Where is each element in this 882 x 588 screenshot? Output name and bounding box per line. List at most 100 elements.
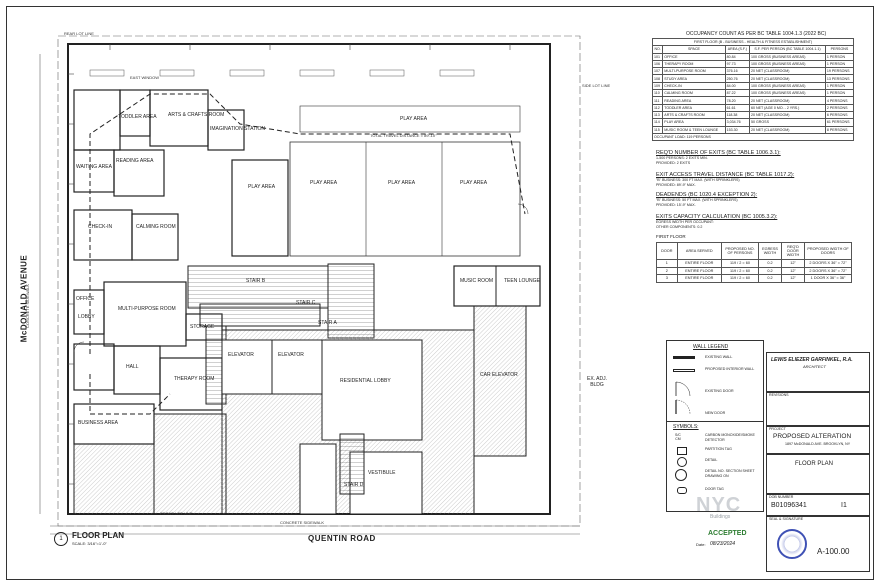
- exit-capacity-cell: 0.2: [758, 266, 782, 275]
- symbol-partition-tag: PARTITION TAG: [705, 447, 732, 451]
- room-storage: STORAGE: [190, 324, 215, 330]
- exit-capacity-cell: 0.2: [758, 274, 782, 283]
- occupancy-cell: 80.84: [724, 52, 750, 61]
- exits-required-title: REQ'D NUMBER OF EXITS (BC TABLE 1006.3.1…: [656, 150, 781, 156]
- room-play-area-2: PLAY AREA: [388, 180, 416, 186]
- room-play-area-3: PLAY AREA: [460, 180, 488, 186]
- room-imagination: IMAGINATION STATION: [210, 126, 265, 132]
- room-play-area-main: PLAY AREA: [400, 116, 428, 122]
- floor-plan-area: McDONALD AVENUE CONCRETE SIDEWALK QUENTI…: [10, 14, 644, 554]
- front-lot-line-label: FRONT LOT LINE: [160, 511, 193, 516]
- exit-capacity-cell: 119 / 2 = 60: [721, 259, 759, 268]
- exit-col-proposed: PROPOSED WIDTH OF DOORS: [804, 242, 852, 260]
- occupancy-col-sf: S.F. PER PERSON (BC TABLE 1004.1.1): [748, 45, 826, 54]
- occupancy-table: FIRST FLOOR (B - BUSINESS - HEALTH & FIT…: [651, 37, 855, 142]
- deadends-line-1: "B" BUSINESS: 50 FT MAX. (WITH SPRINKLER…: [656, 198, 738, 202]
- room-play-area-center: PLAY AREA: [248, 184, 276, 190]
- exit-capacity-cell: ENTIRE FLOOR: [676, 274, 723, 283]
- project-address: 1897 McDONALD AVE. BROOKLYN, NY: [785, 442, 851, 446]
- room-business-area: BUSINESS AREA: [78, 420, 119, 426]
- symbol-detail: DETAIL: [705, 458, 718, 462]
- exit-capacity-line-1: EGRESS WIDTH PER OCCUPANT:: [656, 220, 714, 224]
- occupancy-cell: 376.16: [724, 67, 750, 76]
- occupancy-cell: 60 NET (AGE 0 MO. - 2 YRS.): [748, 103, 826, 112]
- revisions-block: REVISIONS: [766, 392, 870, 426]
- sidewalk-west-label: CONCRETE SIDEWALK: [25, 283, 31, 329]
- room-play-area-1: PLAY AREA: [310, 180, 338, 186]
- plan-title: FLOOR PLAN: [72, 531, 124, 540]
- occupancy-col-space: SPACE: [662, 45, 726, 54]
- occupancy-col-no: NO.: [651, 45, 664, 54]
- label-stair-a: STAIR A: [318, 320, 337, 326]
- occupancy-cell: 20 NET (CLASSROOM): [748, 125, 826, 134]
- exit-capacity-cell: ENTIRE FLOOR: [676, 266, 723, 275]
- nyc-stamp-date: 08/23/2024: [710, 541, 736, 547]
- occupancy-title: OCCUPANCY COUNT AS PER BC TABLE 1004.1.3…: [686, 31, 827, 37]
- occupancy-cell: 101: [651, 52, 664, 61]
- occupancy-cell: 13 PERSONS: [824, 74, 855, 83]
- nyc-logo: NYC: [696, 494, 742, 516]
- room-calming-room: CALMING ROOM: [136, 224, 176, 230]
- nyc-stamp: NYC Buildings ACCEPTED Date: 08/23/2024: [690, 494, 760, 552]
- symbol-door-tag: DOOR TAG: [705, 487, 724, 491]
- exit-capacity-cell: 12": [781, 259, 805, 268]
- room-therapy: THERAPY ROOM: [174, 376, 215, 382]
- exit-capacity-floor: FIRST FLOOR: [656, 234, 686, 239]
- exit-capacity-cell: 3: [656, 274, 678, 283]
- occupancy-cell: STUDY AREA: [662, 74, 726, 83]
- occupancy-cell: 84.00: [724, 81, 750, 91]
- detail-icon: [677, 457, 687, 467]
- architect-block: LEWIS ELIEZER GARFINKEL, R.A. ARCHITECT: [766, 352, 870, 392]
- occupancy-cell: 106: [651, 59, 664, 69]
- occupancy-cell: 20 NET (CLASSROOM): [748, 110, 826, 120]
- occupancy-cell: READING AREA: [662, 96, 726, 105]
- exit-capacity-cell: 2 DOORS X 36" = 72": [804, 266, 852, 275]
- occupancy-subtitle: FIRST FLOOR (B - BUSINESS - HEALTH & FIT…: [652, 37, 854, 47]
- occupancy-cell: 115: [651, 125, 664, 134]
- occupancy-cell: 20 NET (CLASSROOM): [748, 74, 826, 83]
- exits-required-line-1: 1-500 PERSONS: 2 EXITS MIN.: [656, 156, 708, 160]
- label-ex-adj-bldg: EX. ADJ. BLDG: [586, 376, 607, 388]
- occupancy-cell: 50 GROSS: [748, 118, 826, 127]
- section-icon: [675, 469, 687, 481]
- room-elevator-2: ELEVATOR: [278, 352, 304, 358]
- exit-capacity-cell: 0.2: [758, 259, 782, 268]
- label-stair-c: STAIR C: [296, 300, 316, 306]
- exit-capacity-cell: 119 / 2 = 60: [721, 274, 759, 283]
- occupancy-cell: ARTS & CRAFTS ROOM: [662, 110, 726, 120]
- exit-capacity-header-row: DOOR AREA SERVED PROPOSED NO. OF PERSONS…: [656, 242, 852, 260]
- exit-capacity-cell: 2: [656, 266, 678, 275]
- rear-lot-line-label: REAR LOT LINE: [64, 31, 94, 36]
- occupancy-footer: OCCUPANT LOAD: 119 PERSONS: [652, 132, 854, 142]
- occupancy-col-persons: PERSONS: [824, 45, 855, 54]
- occupancy-cell: 109: [651, 81, 664, 91]
- occupancy-cell: 100 GROSS (BUSINESS AREAS): [748, 81, 826, 91]
- legend-proposed-wall: PROPOSED INTERIOR WALL: [705, 367, 755, 371]
- plan-number: 1: [54, 532, 68, 546]
- occupancy-cell: 110: [651, 89, 664, 98]
- occupancy-cell: 113: [651, 110, 664, 120]
- label-stair-d: STAIR D: [344, 482, 364, 488]
- occupancy-cell: 1 PERSON: [824, 89, 855, 98]
- exit-capacity-cell: 2 DOORS X 36" = 72": [804, 259, 852, 268]
- occupancy-cell: 19 PERSONS: [824, 67, 855, 76]
- floor-plan-drawing: [39, 35, 581, 535]
- occupancy-cell: MULTI-PURPOSE ROOM: [662, 67, 726, 76]
- drawing-sheet: [6, 6, 874, 580]
- drawing-title: FLOOR PLAN: [795, 461, 834, 467]
- exit-col-door: DOOR: [656, 242, 678, 260]
- occupancy-cell: THERAPY ROOM: [662, 59, 726, 69]
- room-residential-lobby: RESIDENTIAL LOBBY: [340, 378, 391, 384]
- occupancy-cell: 78.20: [724, 96, 750, 105]
- legend-existing-wall-swatch: [673, 356, 695, 359]
- occupancy-cell: 107: [651, 67, 664, 76]
